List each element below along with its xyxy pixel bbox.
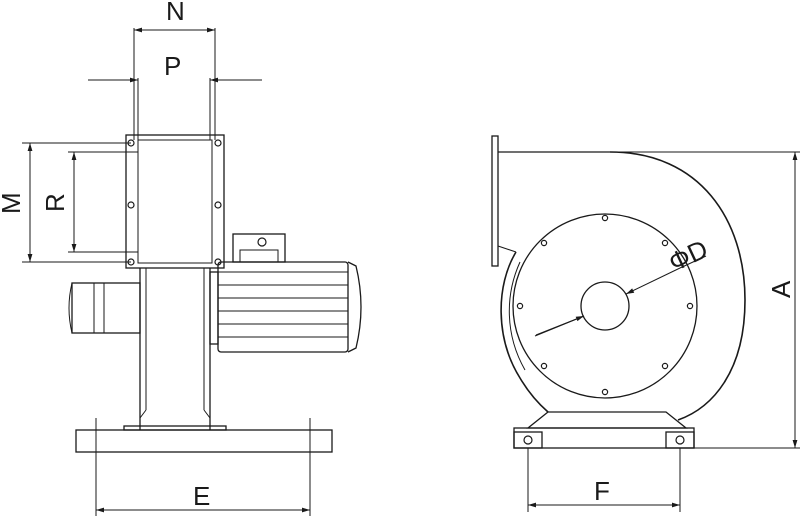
label-f: F [594,476,610,506]
dimension-m: M [0,142,131,263]
dimension-r: R [40,151,138,253]
volute-casing [609,151,746,421]
impeller-bolt-holes [516,214,694,396]
label-e: E [193,481,210,511]
flange-holes [127,139,222,266]
base-plate-side [75,425,333,453]
inlet-hub [580,281,630,331]
base-plate-front [513,411,695,449]
impeller-disc [512,213,698,399]
front-view: ΦD A F [491,135,800,512]
outlet-flange-inner [137,139,213,264]
label-d: ΦD [664,234,713,278]
label-m: M [0,192,26,214]
label-p: P [164,51,181,81]
dimension-a: A [610,151,800,449]
dimension-f: F [527,448,681,512]
dimension-n: N [133,0,216,140]
label-a: A [766,280,796,298]
side-view: N P M R E [0,0,362,516]
outlet-flange-front [491,135,499,267]
outlet-flange [125,134,225,269]
label-r: R [40,193,70,212]
dimension-e: E [95,418,311,516]
dimension-p: P [88,51,262,140]
label-n: N [166,0,185,26]
inlet-nozzle [68,282,141,334]
motor [209,233,362,353]
